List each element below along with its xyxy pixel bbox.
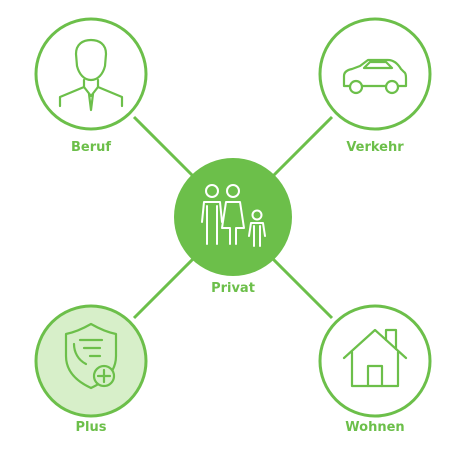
connector-beruf bbox=[132, 115, 202, 185]
connector-wohnen bbox=[264, 250, 334, 320]
house-icon bbox=[342, 328, 408, 388]
connector-plus bbox=[132, 250, 202, 320]
connector-verkehr bbox=[264, 115, 334, 185]
car-icon bbox=[342, 58, 408, 95]
node-wohnen[interactable] bbox=[318, 304, 432, 418]
businessman-icon bbox=[58, 38, 124, 112]
label-wohnen: Wohnen bbox=[345, 420, 405, 435]
shield-plus-icon bbox=[64, 322, 118, 390]
family-icon bbox=[201, 184, 266, 247]
label-beruf: Beruf bbox=[70, 140, 112, 155]
node-privat[interactable] bbox=[174, 158, 292, 276]
label-verkehr: Verkehr bbox=[346, 140, 404, 155]
label-plus: Plus bbox=[75, 420, 107, 435]
node-verkehr[interactable] bbox=[318, 17, 432, 131]
node-beruf[interactable] bbox=[34, 17, 148, 131]
node-plus[interactable] bbox=[34, 304, 148, 418]
label-privat: Privat bbox=[211, 281, 255, 296]
